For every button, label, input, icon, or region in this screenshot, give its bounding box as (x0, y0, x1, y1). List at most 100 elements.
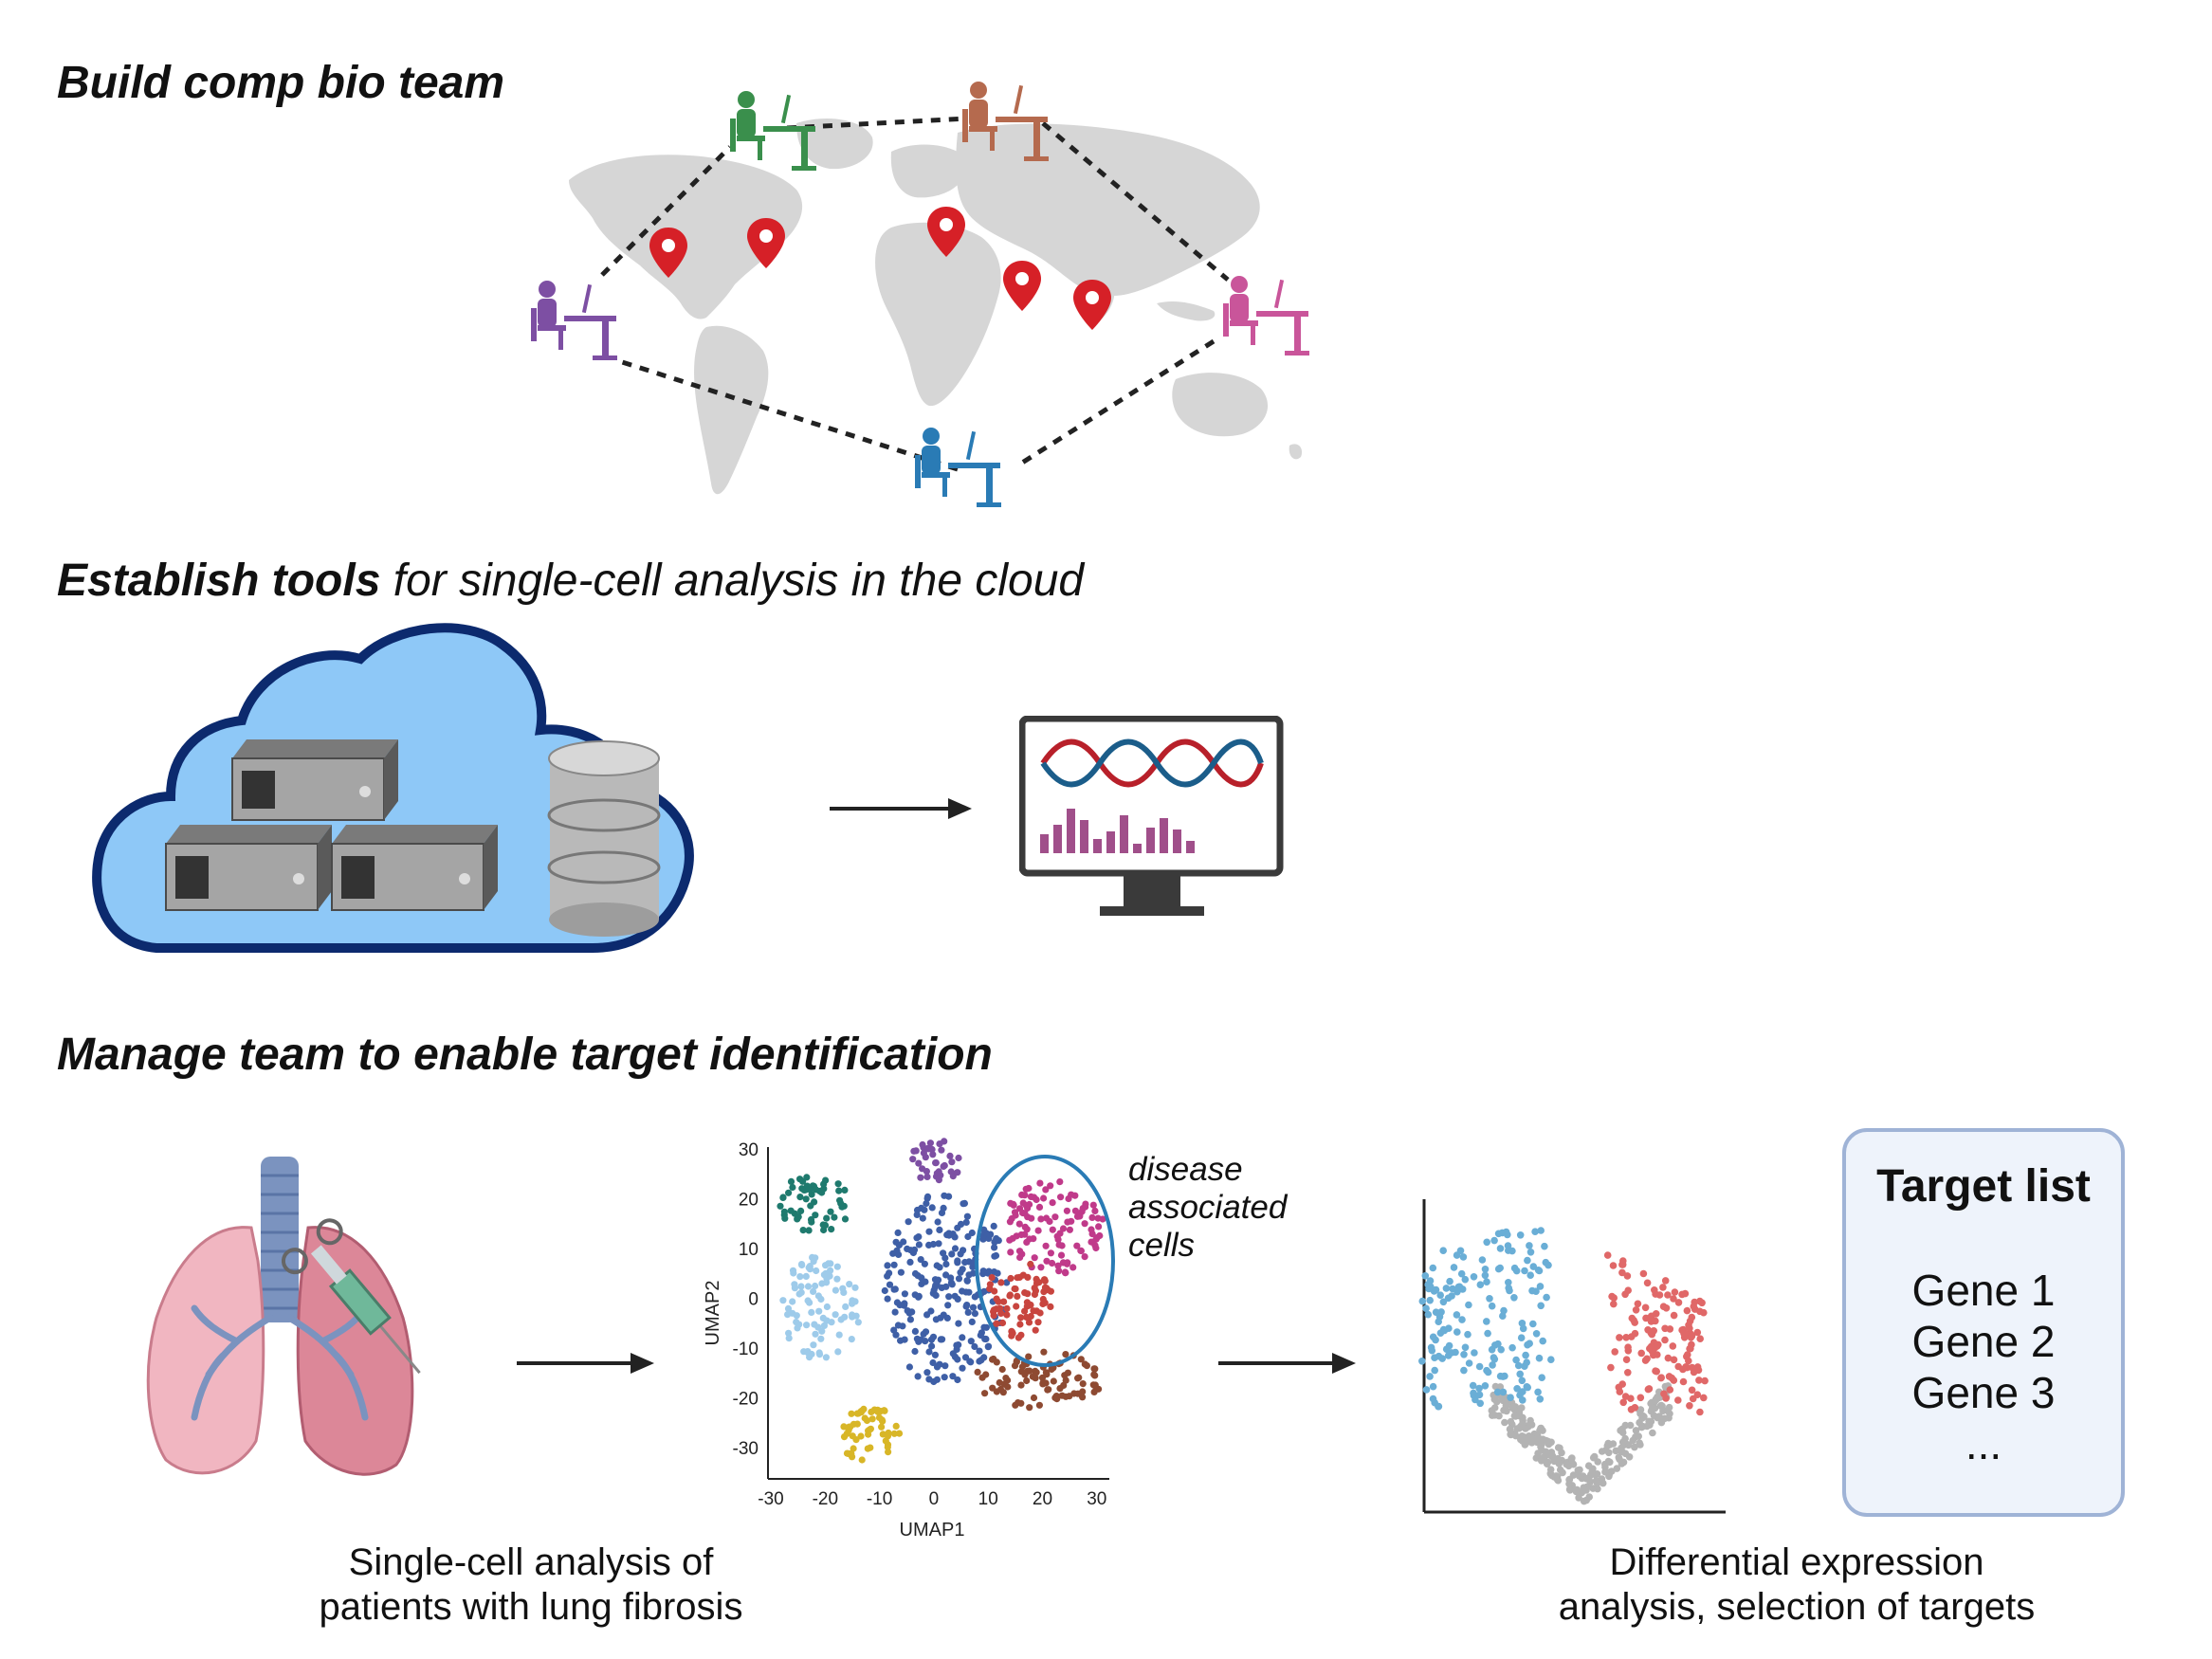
volcano-gene-point (1580, 1497, 1588, 1505)
volcano-gene-point (1693, 1328, 1702, 1337)
volcano-gene-point (1619, 1257, 1627, 1265)
volcano-gene-point (1598, 1448, 1606, 1455)
umap-cell-point (1016, 1321, 1024, 1328)
umap-cell-point (942, 1260, 950, 1268)
volcano-gene-point (1501, 1418, 1508, 1427)
umap-cell-point (931, 1351, 939, 1358)
world-map (569, 118, 1303, 495)
umap-cell-point (919, 1140, 926, 1149)
volcano-gene-point (1556, 1466, 1564, 1474)
volcano-gene-point (1491, 1382, 1500, 1391)
umap-cell-point (979, 1267, 987, 1275)
umap-cell-point (1077, 1247, 1085, 1255)
umap-cell-point (796, 1194, 804, 1201)
volcano-gene-point (1637, 1423, 1646, 1431)
volcano-gene-point (1623, 1272, 1632, 1280)
umap-cell-point (961, 1258, 969, 1267)
umap-cell-point (978, 1374, 986, 1381)
volcano-gene-point (1541, 1242, 1548, 1250)
umap-cell-point (827, 1267, 834, 1274)
bar-chart-icon (1040, 809, 1195, 853)
umap-cell-point (1082, 1203, 1089, 1211)
volcano-gene-point (1505, 1279, 1512, 1286)
umap-cell-point (1007, 1249, 1015, 1256)
umap-cell-point (971, 1310, 978, 1318)
volcano-gene-point (1700, 1394, 1708, 1402)
volcano-gene-point (1612, 1447, 1620, 1455)
umap-cell-point (787, 1207, 795, 1214)
location-pin-icon (649, 228, 687, 278)
umap-cell-point (988, 1274, 996, 1282)
umap-cell-point (1021, 1210, 1029, 1217)
umap-cell-point (1043, 1257, 1051, 1265)
volcano-gene-point (1648, 1406, 1655, 1414)
umap-cell-point (812, 1186, 819, 1194)
volcano-gene-point (1624, 1286, 1632, 1294)
volcano-gene-point (1670, 1376, 1678, 1384)
volcano-gene-point (1426, 1296, 1434, 1304)
volcano-gene-point (1664, 1291, 1672, 1299)
volcano-gene-point (1490, 1236, 1498, 1245)
umap-xtick-label: -30 (758, 1489, 783, 1509)
volcano-gene-point (1509, 1403, 1517, 1412)
umap-cell-point (1049, 1259, 1056, 1267)
volcano-gene-point (1654, 1340, 1662, 1349)
umap-cell-point (823, 1303, 831, 1311)
volcano-gene-point (1693, 1363, 1702, 1371)
volcano-gene-point (1666, 1325, 1674, 1333)
umap-cell-point (1015, 1248, 1024, 1255)
volcano-gene-point (1469, 1381, 1477, 1390)
umap-xtick-label: 0 (929, 1489, 940, 1509)
umap-cell-point (843, 1449, 851, 1457)
umap-cell-point (925, 1376, 933, 1383)
volcano-gene-point (1424, 1310, 1433, 1319)
umap-cell-point (928, 1204, 936, 1212)
volcano-gene-point (1611, 1348, 1618, 1356)
umap-cell-point (964, 1232, 972, 1241)
umap-cell-point (1030, 1235, 1037, 1243)
umap-cell-point (796, 1273, 804, 1281)
heading-bold-part: Establish tools (57, 556, 381, 606)
volcano-gene-point (1476, 1281, 1485, 1288)
section-heading-build-team: Build comp bio team (57, 58, 505, 108)
volcano-gene-point (1429, 1264, 1437, 1272)
volcano-gene-point (1695, 1376, 1703, 1384)
umap-cell-point (915, 1233, 923, 1241)
volcano-gene-point (1674, 1362, 1682, 1371)
umap-cell-point (891, 1285, 899, 1293)
volcano-gene-point (1507, 1417, 1515, 1426)
volcano-gene-point (1522, 1425, 1529, 1432)
umap-cell-point (884, 1295, 891, 1303)
umap-cell-point (1012, 1285, 1019, 1293)
umap-cell-point (811, 1321, 818, 1328)
umap-cell-point (914, 1373, 922, 1380)
volcano-gene-point (1679, 1377, 1688, 1386)
umap-cell-point (841, 1215, 850, 1223)
umap-cell-point (803, 1322, 811, 1329)
umap-cell-point (810, 1287, 817, 1295)
umap-cell-point (866, 1426, 873, 1433)
umap-cell-point (794, 1324, 801, 1332)
umap-cell-point (923, 1168, 930, 1176)
volcano-gene-point (1424, 1281, 1432, 1288)
umap-cell-point (834, 1348, 842, 1356)
umap-cell-point (804, 1283, 813, 1290)
volcano-gene-point (1654, 1395, 1662, 1402)
umap-cell-point (913, 1211, 921, 1218)
umap-cell-point (938, 1146, 945, 1154)
arrow-icon (517, 1353, 654, 1374)
volcano-gene-point (1531, 1228, 1539, 1235)
umap-cell-point (1018, 1191, 1026, 1198)
volcano-gene-point (1521, 1441, 1529, 1449)
umap-cell-point (1015, 1220, 1023, 1228)
umap-cell-point (917, 1256, 924, 1264)
umap-cell-point (1004, 1383, 1012, 1391)
volcano-gene-point (1528, 1286, 1536, 1295)
volcano-gene-point (1590, 1452, 1599, 1461)
umap-xtick-label: -20 (813, 1489, 838, 1509)
volcano-gene-point (1484, 1329, 1491, 1338)
volcano-gene-point (1481, 1382, 1490, 1390)
umap-cell-point (1040, 1194, 1048, 1202)
volcano-gene-point (1662, 1304, 1671, 1312)
umap-cell-point (969, 1304, 978, 1311)
